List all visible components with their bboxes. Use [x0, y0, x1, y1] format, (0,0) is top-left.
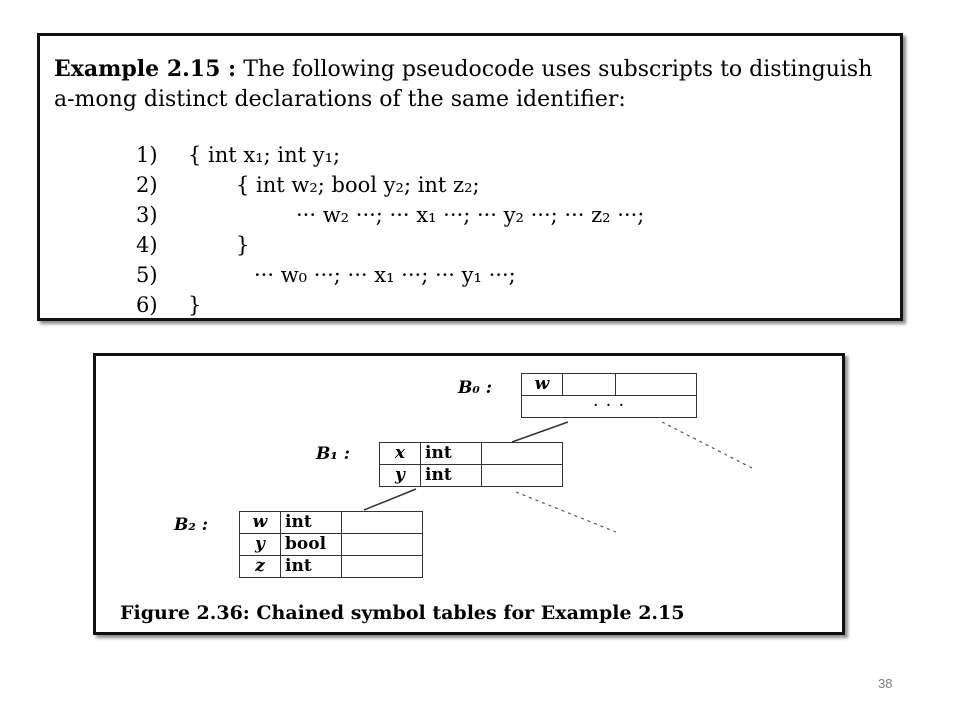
table-label-b1: B₁ : [316, 444, 351, 464]
symbol-table-b0: w · · · [521, 373, 697, 418]
more-entries: · · · [521, 395, 697, 418]
symbol-type: int [420, 442, 482, 465]
code-line-5: 5) ··· w₀ ···; ··· x₁ ···; ··· y₁ ···; [136, 260, 644, 290]
code-text: { int w₂; bool y₂; int z₂; [236, 173, 480, 197]
code-text: { int x₁; int y₁; [188, 143, 341, 167]
symbol-name: z [239, 555, 281, 578]
code-line-4: 4)} [136, 230, 644, 260]
link-b2-b1 [363, 488, 417, 511]
dotted-link-b0 [661, 421, 753, 469]
table-row: y bool [239, 533, 423, 556]
code-text: } [188, 293, 202, 317]
table-row: w int [239, 511, 423, 534]
symbol-name: y [239, 533, 281, 556]
line-number: 2) [136, 173, 158, 197]
symbol-type: int [280, 555, 342, 578]
code-text: } [236, 233, 250, 257]
empty-cell [341, 555, 423, 578]
figure-box: B₀ : w · · · B₁ : x int y int [93, 353, 845, 635]
line-number: 3) [136, 203, 158, 227]
code-line-6: 6)} [136, 290, 644, 320]
symbol-type [562, 373, 616, 396]
link-b1-b0 [511, 421, 569, 443]
line-number: 5) [136, 263, 158, 287]
pseudocode: 1) { int x₁; int y₁; 2) { int w₂; bool y₂;… [136, 140, 644, 320]
table-row: y int [379, 464, 563, 487]
symbol-name: w [239, 511, 281, 534]
example-text: The following pseudocode uses subscripts… [54, 57, 873, 112]
empty-cell [481, 464, 563, 487]
code-line-2: 2) { int w₂; bool y₂; int z₂; [136, 170, 644, 200]
line-number: 4) [136, 233, 158, 257]
empty-cell [481, 442, 563, 465]
symbol-type: int [420, 464, 482, 487]
table-label-b2: B₂ : [174, 515, 209, 535]
code-line-3: 3) ··· w₂ ···; ··· x₁ ···; ··· y₂ ···; ··… [136, 200, 644, 230]
symbol-type: bool [280, 533, 342, 556]
line-number: 6) [136, 293, 158, 317]
symbol-name: x [379, 442, 421, 465]
table-row: z int [239, 555, 423, 578]
code-line-1: 1) { int x₁; int y₁; [136, 140, 644, 170]
figure-connectors [363, 421, 753, 533]
code-text: ··· w₂ ···; ··· x₁ ···; ··· y₂ ···; ··· … [296, 203, 645, 227]
symbol-table-b2: w int y bool z int [239, 511, 423, 578]
example-intro: Example 2.15 : The following pseudocode … [54, 54, 894, 115]
symbol-name: w [521, 373, 563, 396]
symbol-type: int [280, 511, 342, 534]
example-box: Example 2.15 : The following pseudocode … [37, 33, 903, 321]
example-label: Example 2.15 : [54, 56, 237, 82]
table-row: w [521, 373, 697, 396]
figure-caption: Figure 2.36: Chained symbol tables for E… [120, 602, 685, 624]
code-text: ··· w₀ ···; ··· x₁ ···; ··· y₁ ···; [254, 263, 516, 287]
dotted-link-b1 [515, 491, 617, 533]
empty-cell [615, 373, 697, 396]
empty-cell [341, 533, 423, 556]
empty-cell [341, 511, 423, 534]
page-number: 38 [878, 676, 893, 691]
table-row: x int [379, 442, 563, 465]
table-row: · · · [521, 395, 697, 418]
table-label-b0: B₀ : [458, 378, 493, 398]
symbol-table-b1: x int y int [379, 442, 563, 487]
line-number: 1) [136, 143, 158, 167]
symbol-name: y [379, 464, 421, 487]
